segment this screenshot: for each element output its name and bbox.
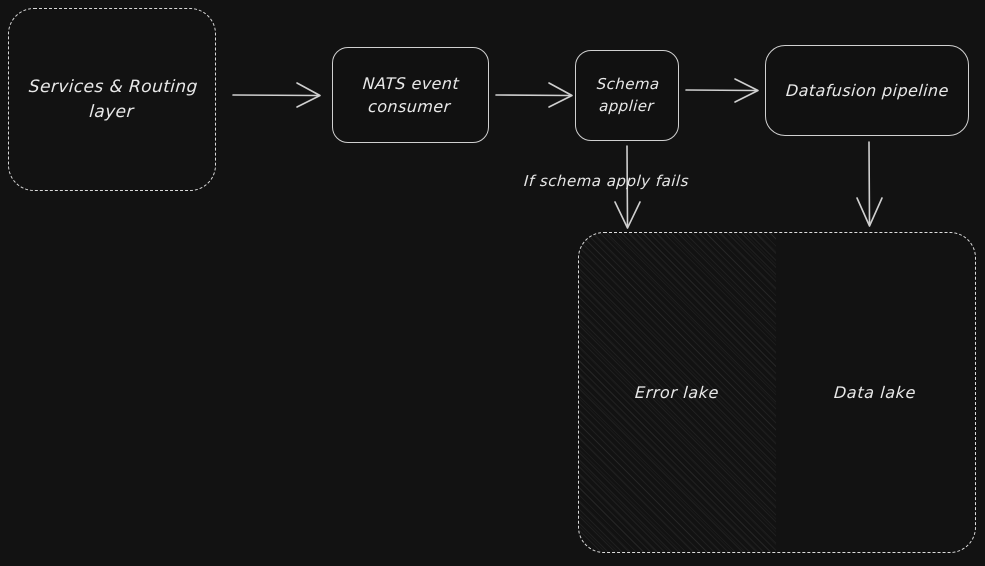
node-label: Datafusion pipeline (784, 80, 950, 100)
node-label: NATS event consumer (362, 73, 461, 116)
node-label: Data lake (833, 383, 918, 402)
node-label: Error lake (634, 383, 721, 402)
arrow-datafusion-to-data-lake (856, 141, 883, 227)
lakes-container[interactable]: Error lake Data lake (578, 232, 976, 553)
node-datafusion-pipeline[interactable]: Datafusion pipeline (765, 45, 969, 136)
arrow-services-to-nats (232, 82, 321, 108)
node-data-lake[interactable]: Data lake (776, 233, 975, 552)
arrow-schema-to-datafusion (685, 78, 759, 103)
node-label: Services & Routing layer (27, 76, 199, 122)
node-services-routing-layer[interactable]: Services & Routing layer (8, 8, 216, 191)
node-nats-event-consumer[interactable]: NATS event consumer (332, 47, 489, 143)
arrow-nats-to-schema (495, 82, 573, 108)
node-schema-applier[interactable]: Schema applier (575, 50, 679, 141)
edge-label-schema-apply-fails: If schema apply fails (523, 172, 690, 190)
node-error-lake[interactable]: Error lake (579, 233, 776, 552)
node-label: Schema applier (595, 74, 660, 115)
